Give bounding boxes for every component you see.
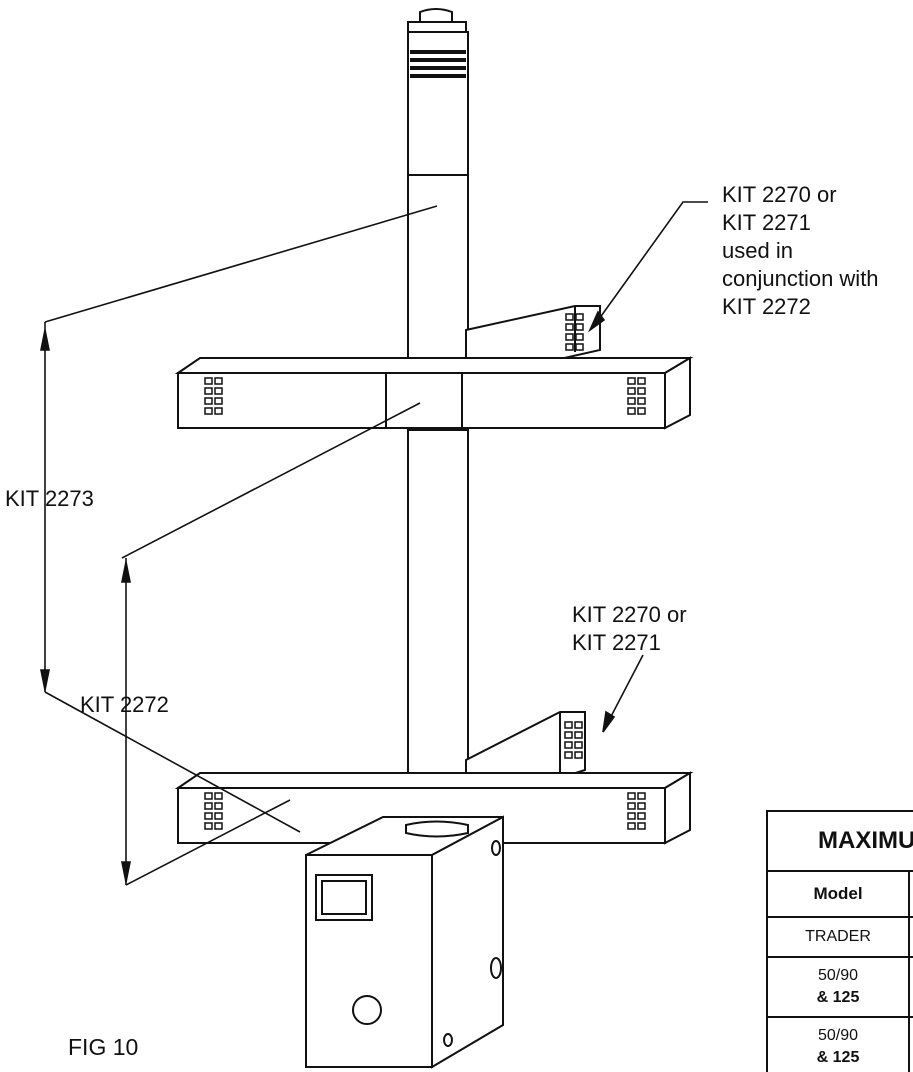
row-model-cell: 50/90 & 125 [766,956,910,1018]
kit-2272-upper-extension [121,402,421,559]
upper-vent-grille-right [627,377,646,415]
table-row: 50/90 & 125 [766,1016,913,1072]
label-kit-top-line4: conjunction with [722,266,879,291]
column-header-model: Model [766,870,910,918]
lower-vent-grille-right [627,792,646,830]
label-kit-top-line5: KIT 2272 [722,294,811,319]
table-row: TRADER [766,916,913,958]
kit-2273-upper-extension [44,205,438,323]
label-kit-2273: KIT 2273 [5,486,94,511]
upper-kit-leader-arrow [593,201,708,327]
label-kit-top-line1: KIT 2270 or [722,182,837,207]
upper-vent-grille-left [204,377,223,415]
maximum-length-table: MAXIMU Model TRADER 50/90 & 125 50/90 & … [766,810,913,1072]
lower-vent-grille-left [204,792,223,830]
label-kit-mid-line1: KIT 2270 or [572,602,687,627]
label-kit-top-line3: used in [722,238,793,263]
column-header-hidden [908,870,913,918]
figure-caption: FIG 10 [68,1034,139,1060]
table-row: 50/90 & 125 [766,956,913,1018]
table-title: MAXIMU [766,810,913,872]
kit-2272-lower-extension [125,799,291,886]
heater-appliance [305,815,504,1069]
label-kit-2272: KIT 2272 [80,692,169,717]
label-kit-mid-line2: KIT 2271 [572,630,661,655]
upper-terminal-arm [174,356,694,430]
label-kit-top-line2: KIT 2271 [722,210,811,235]
kit-2273-lower-extension [44,691,301,833]
row-model-cell: 50/90 & 125 [766,1016,910,1072]
pipe-vent-slots [410,50,466,78]
row-model-cell: TRADER [766,916,910,958]
